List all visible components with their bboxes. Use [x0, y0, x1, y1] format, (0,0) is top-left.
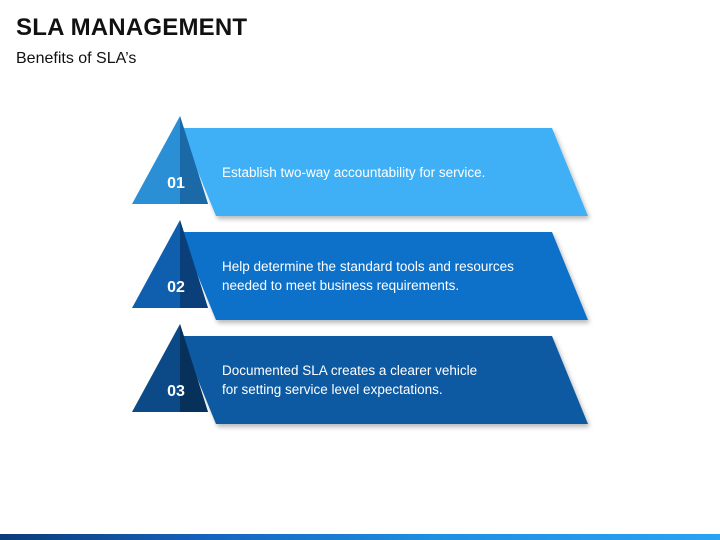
- benefit-2-line-1: Help determine the standard tools and re…: [222, 259, 514, 274]
- benefit-1-line-1: Establish two-way accountability for ser…: [222, 165, 486, 180]
- benefit-1-text: Establish two-way accountability for ser…: [222, 163, 562, 182]
- benefit-2-number: 02: [167, 279, 185, 296]
- benefit-item-1: [132, 116, 588, 216]
- benefit-3-number: 03: [167, 383, 185, 400]
- page-title: SLA MANAGEMENT: [16, 14, 248, 41]
- benefit-1-triangle-side: [180, 116, 208, 204]
- benefit-1-bar: [180, 128, 588, 216]
- benefit-2-line-2: needed to meet business requirements.: [222, 278, 460, 293]
- benefit-3-triangle-side: [180, 324, 208, 412]
- benefit-3-line-1: Documented SLA creates a clearer vehicle: [222, 363, 478, 378]
- benefit-3-line-2: for setting service level expectations.: [222, 382, 443, 397]
- benefit-item-2: [132, 220, 588, 320]
- benefit-item-3: [132, 324, 588, 424]
- bottom-accent-bar: [0, 534, 720, 540]
- benefit-2-text: Help determine the standard tools and re…: [222, 257, 562, 295]
- benefit-1-number: 01: [167, 175, 185, 192]
- page-subtitle: Benefits of SLA’s: [16, 50, 137, 67]
- benefit-3-bar: [180, 336, 588, 424]
- benefit-3-text: Documented SLA creates a clearer vehicle…: [222, 361, 562, 399]
- benefit-2-triangle-side: [180, 220, 208, 308]
- benefit-2-bar: [180, 232, 588, 320]
